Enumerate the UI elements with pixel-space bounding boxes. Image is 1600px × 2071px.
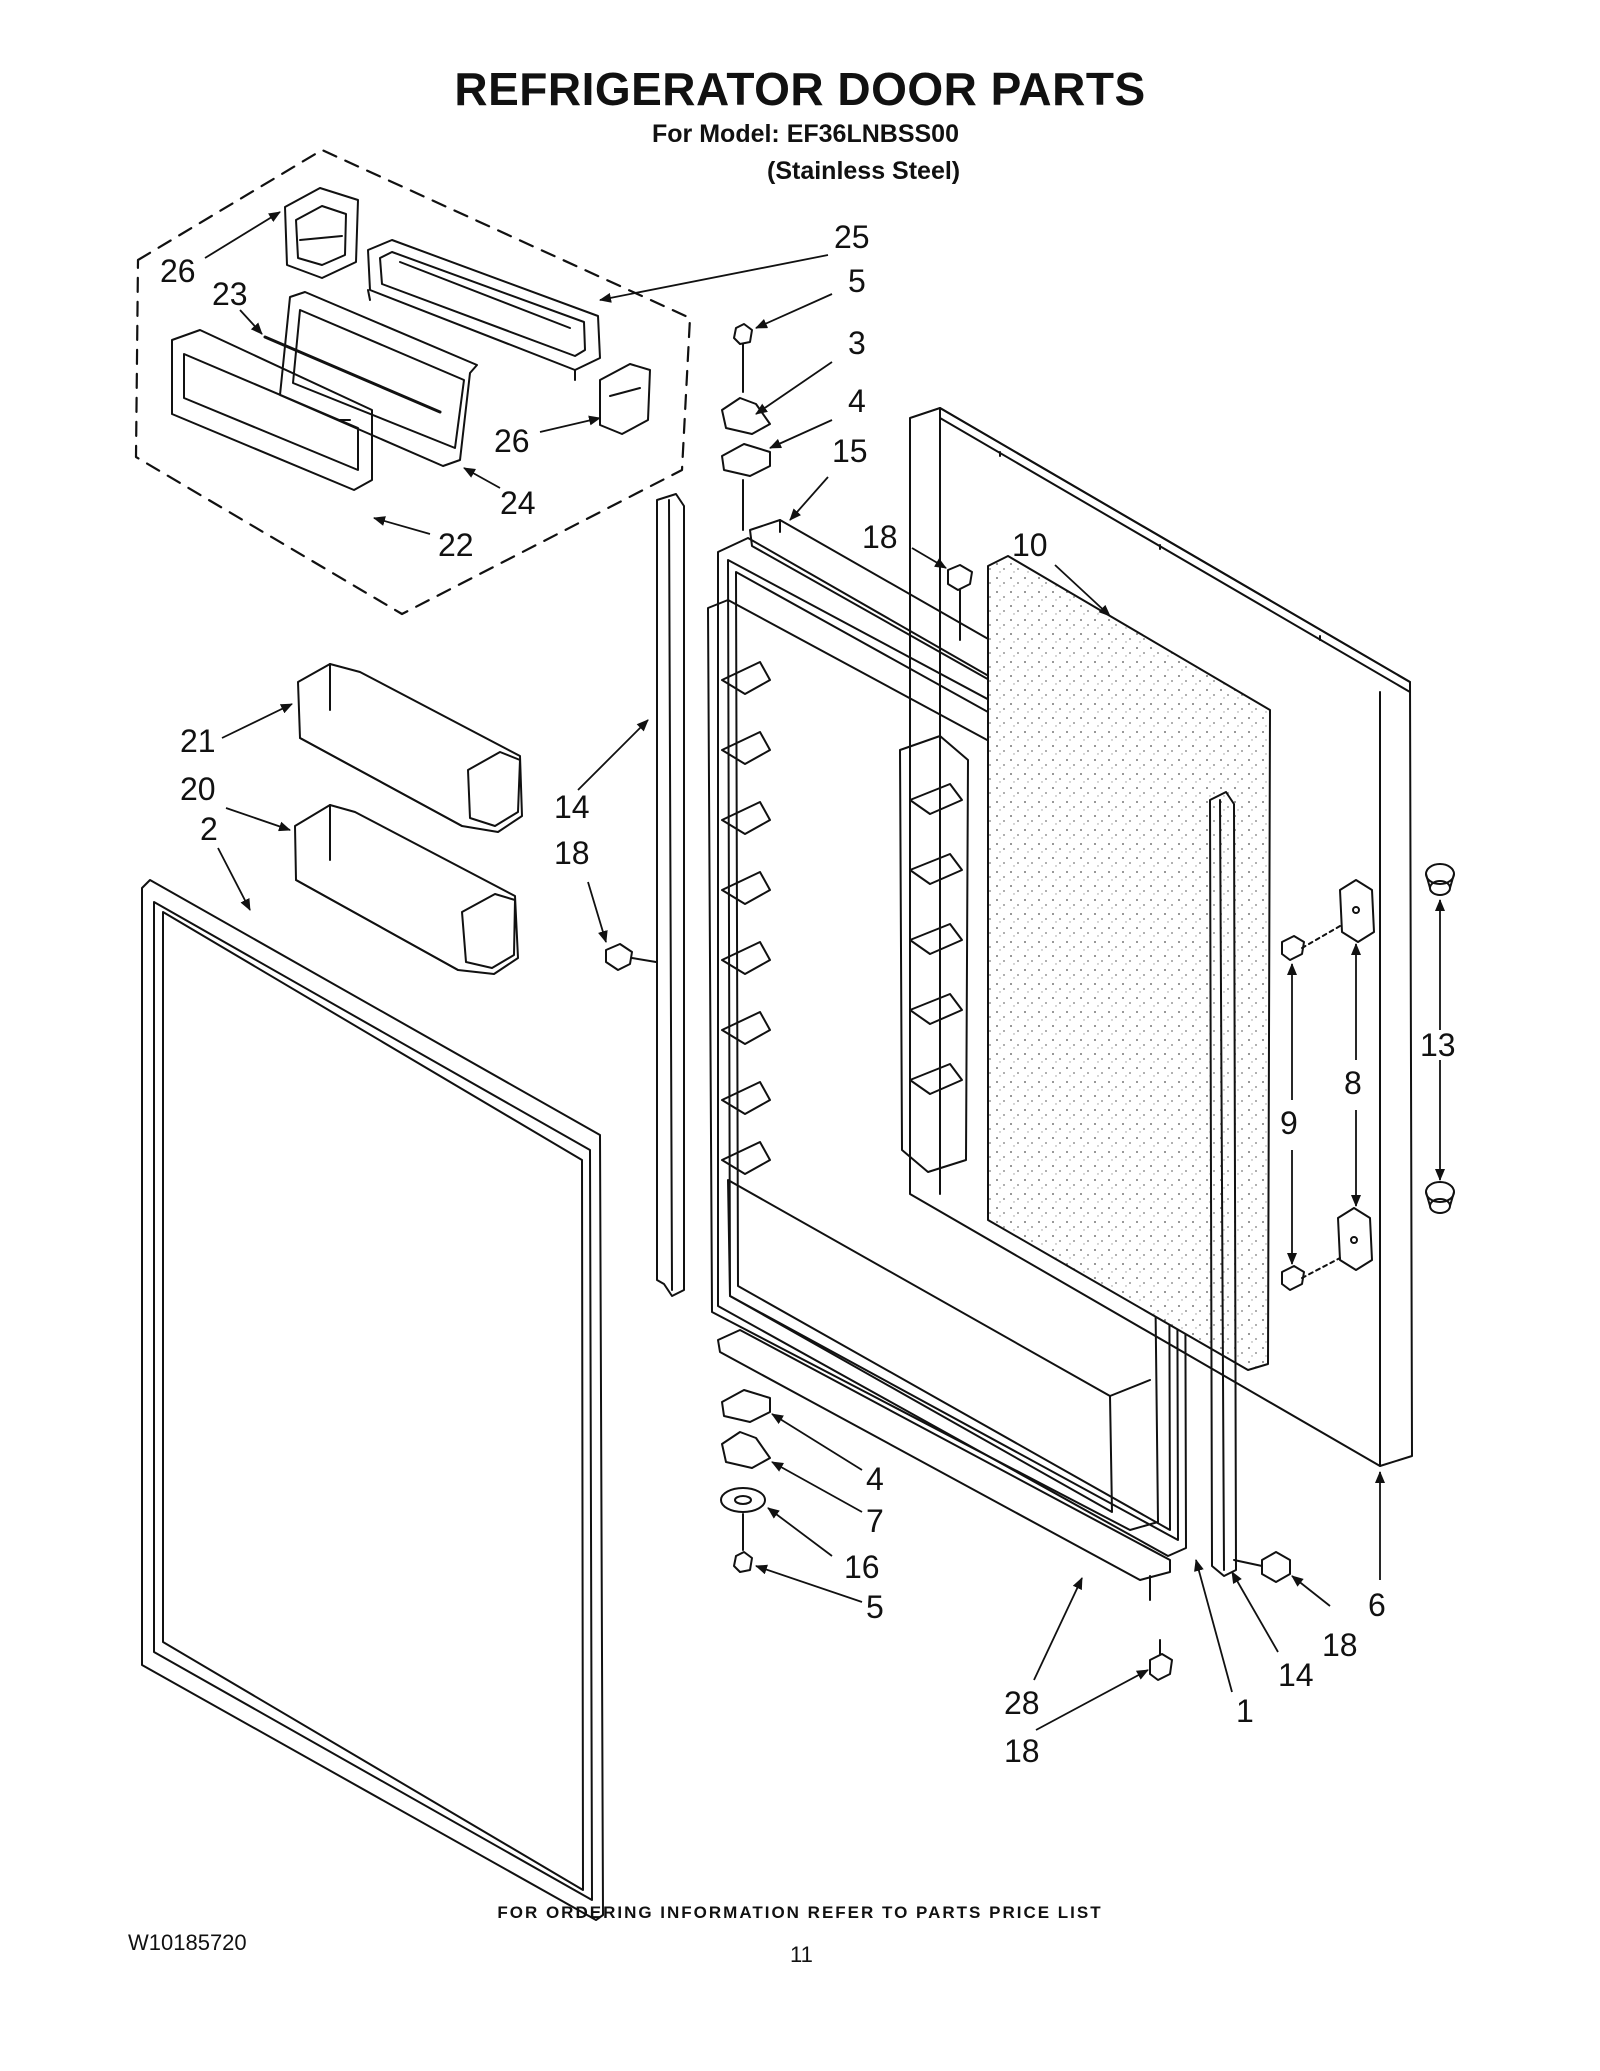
plug-upper — [1425, 863, 1455, 896]
leader-26-bottom — [539, 415, 601, 433]
leader-18-left — [587, 881, 608, 943]
bin-assembly-dashed-boundary — [134, 148, 692, 616]
leader-4-top — [769, 419, 833, 449]
leader-18-bottom — [1035, 1669, 1149, 1731]
leader-5-bottom — [755, 1564, 863, 1603]
page-number: 11 — [790, 1942, 813, 1967]
leader-23 — [239, 309, 263, 335]
ordering-note: FOR ORDERING INFORMATION REFER TO PARTS … — [497, 1903, 1103, 1922]
trim-strip-right — [1209, 791, 1237, 1577]
leader-2 — [217, 847, 251, 911]
callout-26-bottom: 26 — [494, 423, 530, 459]
callout-13: 13 — [1420, 1027, 1456, 1063]
callout-4-top: 4 — [848, 383, 866, 419]
document-number: W10185720 — [128, 1930, 247, 1955]
leader-21 — [221, 703, 293, 739]
leader-4-bottom — [771, 1413, 863, 1471]
callout-23: 23 — [212, 276, 248, 312]
bin-strip — [263, 335, 442, 414]
outer-door-panel — [909, 407, 1413, 1467]
callout-14-left: 14 — [554, 789, 590, 825]
model-line: For Model: EF36LNBSS00 — [652, 120, 959, 148]
leader-5-top — [755, 293, 833, 329]
callout-9: 9 — [1280, 1105, 1298, 1141]
leader-10 — [1054, 564, 1111, 617]
insulation-panel — [987, 555, 1271, 1371]
callout-18-right: 18 — [1322, 1627, 1358, 1663]
page-title: REFRIGERATOR DOOR PARTS — [454, 63, 1146, 115]
end-cap-top — [284, 187, 359, 279]
leader-28 — [1033, 1577, 1083, 1681]
bottom-door-channel — [717, 1329, 1171, 1601]
top-hinge-assembly — [721, 323, 771, 531]
screw-top-center — [947, 564, 973, 641]
bin-front-panel — [171, 329, 373, 491]
callout-7: 7 — [866, 1503, 884, 1539]
leader-22 — [373, 516, 431, 535]
callout-16: 16 — [844, 1549, 880, 1585]
leader-20 — [225, 807, 291, 832]
bottom-hinge-assembly — [720, 1389, 771, 1573]
callout-22: 22 — [438, 527, 474, 563]
callout-14-right: 14 — [1278, 1657, 1314, 1693]
callout-8: 8 — [1344, 1065, 1362, 1101]
callout-10: 10 — [1012, 527, 1048, 563]
door-gasket — [141, 879, 604, 1921]
callout-2: 2 — [200, 811, 218, 847]
finish-line: (Stainless Steel) — [767, 157, 961, 185]
callout-3: 3 — [848, 325, 866, 361]
door-bin-lower — [294, 804, 519, 975]
screw-bottom-center — [1149, 1639, 1173, 1681]
screw-hinge-upper — [1281, 925, 1341, 961]
callout-25: 25 — [834, 219, 870, 255]
leader-15 — [789, 476, 829, 521]
callout-5-bottom: 5 — [866, 1589, 884, 1625]
leader-18-top — [911, 547, 947, 569]
callout-4-bottom: 4 — [866, 1461, 884, 1497]
hinge-plate-upper — [1339, 879, 1375, 943]
callout-24: 24 — [500, 485, 536, 521]
leader-3 — [755, 361, 833, 415]
callout-18-left: 18 — [554, 835, 590, 871]
leader-16 — [767, 1507, 833, 1557]
bin-frame — [279, 291, 478, 467]
callout-28: 28 — [1004, 1685, 1040, 1721]
callout-1: 1 — [1236, 1693, 1254, 1729]
callout-20: 20 — [180, 771, 216, 807]
leader-18-right — [1291, 1575, 1331, 1607]
leader-14-right — [1231, 1571, 1279, 1653]
plug-lower — [1425, 1181, 1455, 1214]
callout-5-top: 5 — [848, 263, 866, 299]
bin-housing — [367, 239, 601, 381]
leader-24 — [463, 467, 501, 489]
callout-15: 15 — [832, 433, 868, 469]
callout-26-top: 26 — [160, 253, 196, 289]
leader-1 — [1194, 1559, 1233, 1693]
end-cap-bottom — [599, 363, 651, 435]
screw-lower-right — [1233, 1551, 1291, 1583]
callout-18-top: 18 — [862, 519, 898, 555]
callout-18-bottom: 18 — [1004, 1733, 1040, 1769]
door-bin-upper — [297, 663, 523, 833]
callout-21: 21 — [180, 723, 216, 759]
callout-6: 6 — [1368, 1587, 1386, 1623]
screw-left-strip — [605, 943, 657, 971]
screw-hinge-lower — [1281, 1257, 1341, 1291]
leader-26-top — [204, 211, 281, 259]
callout-labels: 26 23 25 5 3 4 26 24 22 15 18 10 21 20 2… — [160, 219, 1456, 1769]
leader-7 — [771, 1461, 863, 1513]
trim-strip-left — [656, 493, 685, 1297]
leader-25 — [599, 254, 829, 303]
hinge-plate-lower — [1337, 1207, 1373, 1271]
leader-14-left — [577, 719, 649, 791]
